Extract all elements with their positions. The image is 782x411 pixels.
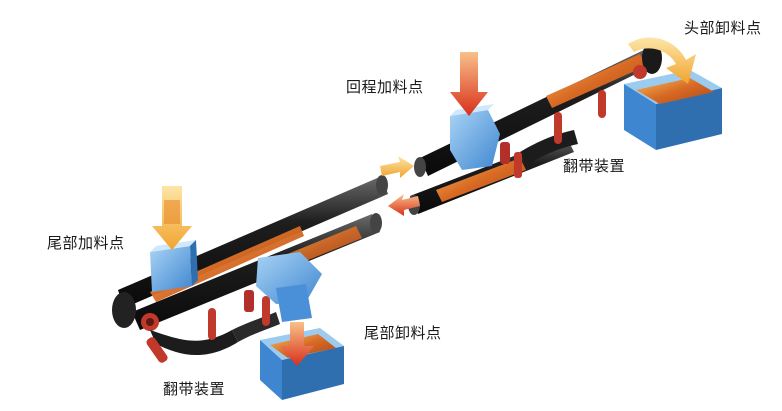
label-tail-discharge: 尾部卸料点 [364,324,442,342]
label-tail-feed: 尾部加料点 [47,234,125,252]
right-upper-end [414,157,426,177]
label-return-feed: 回程加料点 [346,78,424,96]
head-bin-left [624,84,656,150]
return-feed-arrow [450,52,488,116]
tail-feed-arrow-core [164,200,180,224]
tail-bin-left [260,340,282,400]
transfer-arrow-red [388,194,420,216]
transfer-arrow-yellow [380,156,414,178]
left-flip-twist [150,330,238,356]
tail-roller-hub [146,318,154,326]
head-roller [633,65,647,79]
left-lower-end [370,213,382,233]
head-discharge-arrow [628,37,696,84]
return-feed-hopper [450,52,500,170]
tail-transfer-lower [276,284,312,322]
right-conveyor [408,42,662,215]
head-pulley [642,42,662,74]
right-flip-twist [520,130,578,166]
tail-discharge-transfer [256,252,344,400]
label-head-discharge: 头部卸料点 [684,19,762,37]
tail-pulley [112,292,136,328]
right-lower-material [436,158,526,202]
tail-feed-hopper-side [190,240,198,286]
tail-discharge-arrow [280,322,314,366]
head-bin-front [656,88,722,150]
tail-feed-hopper-front [150,246,192,292]
right-idler-2 [514,152,522,178]
right-idler-1 [500,142,510,164]
right-flip-roller-1 [554,112,562,144]
left-upper-end [376,175,388,195]
label-flip-right: 翻带装置 [563,157,626,175]
head-discharge-bin [624,37,722,150]
left-flip-roller-1 [146,337,168,363]
left-flip-roller-2 [208,308,216,340]
right-flip-roller-2 [598,90,606,118]
right-upper-material [546,54,646,108]
head-bin-material [636,78,714,104]
label-flip-left: 翻带装置 [163,380,226,398]
return-feed-hopper-body [450,110,500,170]
left-idler [244,290,254,312]
left-flip-roller-3 [262,296,270,326]
tail-feed-hopper [150,186,198,292]
